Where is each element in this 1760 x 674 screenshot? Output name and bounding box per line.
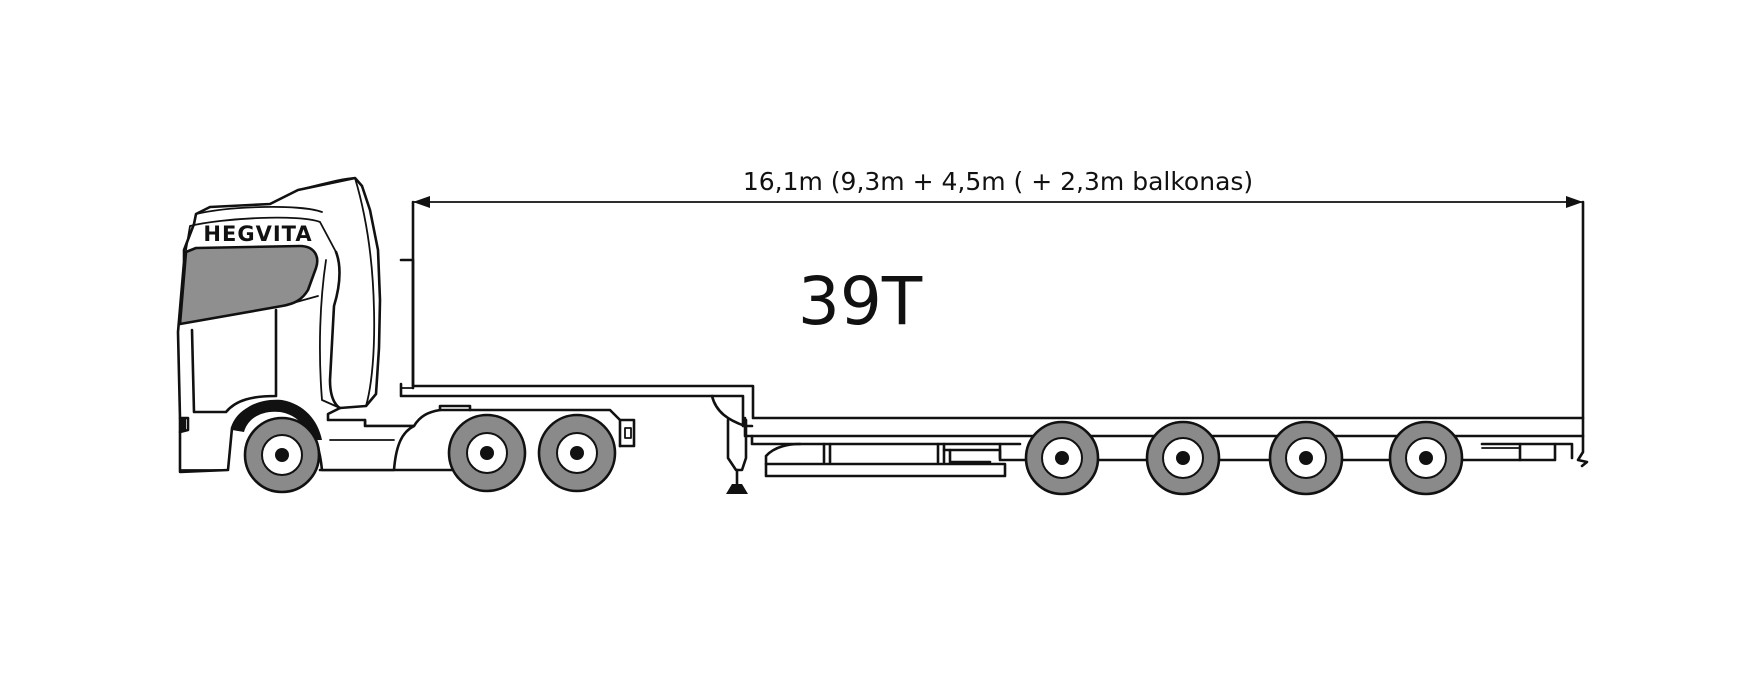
trailer-front-post	[399, 258, 415, 390]
trailer	[399, 200, 1589, 494]
wheel-icon	[1024, 420, 1100, 496]
landing-gear-leg	[726, 418, 748, 472]
wheel-icon	[1268, 420, 1344, 496]
lower-frame-top	[750, 434, 1022, 446]
chassis-crossmember	[942, 448, 1002, 460]
rear-bumper	[1576, 416, 1589, 468]
front-bumper	[179, 439, 229, 471]
door-rear-line	[319, 259, 341, 409]
tractor-unit	[176, 176, 636, 474]
cab-rear-edge	[354, 177, 376, 407]
tail-end-bracket	[1553, 442, 1574, 460]
dimension-arrow	[412, 196, 1584, 208]
front-wheel-arch	[232, 399, 322, 440]
rear-mudguard-light	[618, 418, 636, 448]
dimension-label: 16,1m (9,3m + 4,5m ( + 2,3m balkonas)	[743, 167, 1253, 196]
tail-lamp-block	[1518, 442, 1557, 462]
wheel-icon	[537, 413, 617, 493]
side-rail-front	[764, 442, 802, 466]
brand-plate	[185, 216, 337, 253]
arrow-left-icon	[413, 196, 430, 208]
gooseneck-curve	[710, 394, 747, 428]
wheel-icon	[1145, 420, 1221, 496]
wheel-icon	[243, 416, 321, 494]
brand-label: HEGVITA	[203, 222, 312, 246]
wheel-icon	[447, 413, 527, 493]
roof-line	[297, 177, 356, 191]
tail-light	[624, 427, 632, 439]
door-frame	[190, 308, 278, 414]
side-rail	[764, 462, 1007, 478]
capacity-label: 39T	[798, 263, 923, 340]
chassis-box	[948, 448, 992, 464]
fifth-wheel	[438, 404, 472, 412]
wheels	[243, 413, 1464, 496]
arrow-right-icon	[1566, 196, 1583, 208]
belt-line	[179, 295, 319, 325]
landing-gear-foot	[726, 484, 748, 494]
visor-line	[195, 206, 323, 215]
cargo-box-outline	[411, 200, 1585, 420]
wheel-icon	[1388, 420, 1464, 496]
front-lamp-icon	[180, 418, 186, 432]
